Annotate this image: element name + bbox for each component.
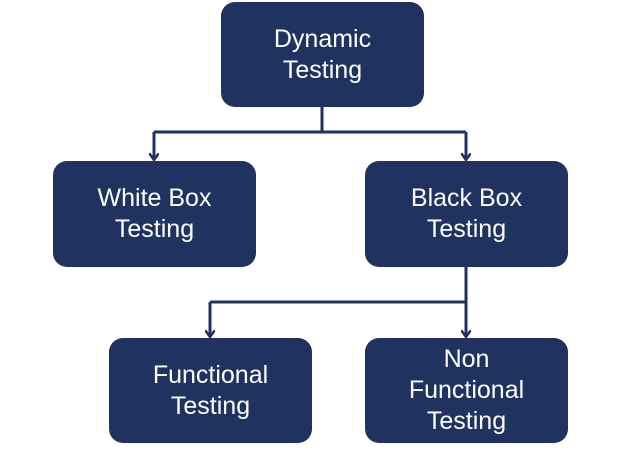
node-label-line: White Box — [97, 184, 212, 212]
node-label-line: Functional — [408, 376, 525, 404]
node-label-line: Testing — [114, 215, 195, 243]
node-label-line: Dynamic — [273, 24, 372, 53]
node-label-line: Functional — [152, 360, 269, 389]
node-functional-testing: Functional Testing — [109, 338, 312, 443]
node-label-line: Testing — [426, 407, 507, 435]
node-label-line: Testing — [170, 391, 251, 420]
node-label-line: Non — [443, 345, 490, 373]
node-dynamic-testing: Dynamic Testing — [221, 2, 424, 107]
node-label-line: Black Box — [410, 184, 523, 212]
node-white-box-testing: White Box Testing — [53, 161, 256, 267]
node-label-line: Testing — [426, 215, 507, 243]
node-black-box-testing: Black Box Testing — [365, 161, 568, 267]
node-label-line: Testing — [282, 55, 363, 84]
node-non-functional-testing: Non Functional Testing — [365, 338, 568, 443]
